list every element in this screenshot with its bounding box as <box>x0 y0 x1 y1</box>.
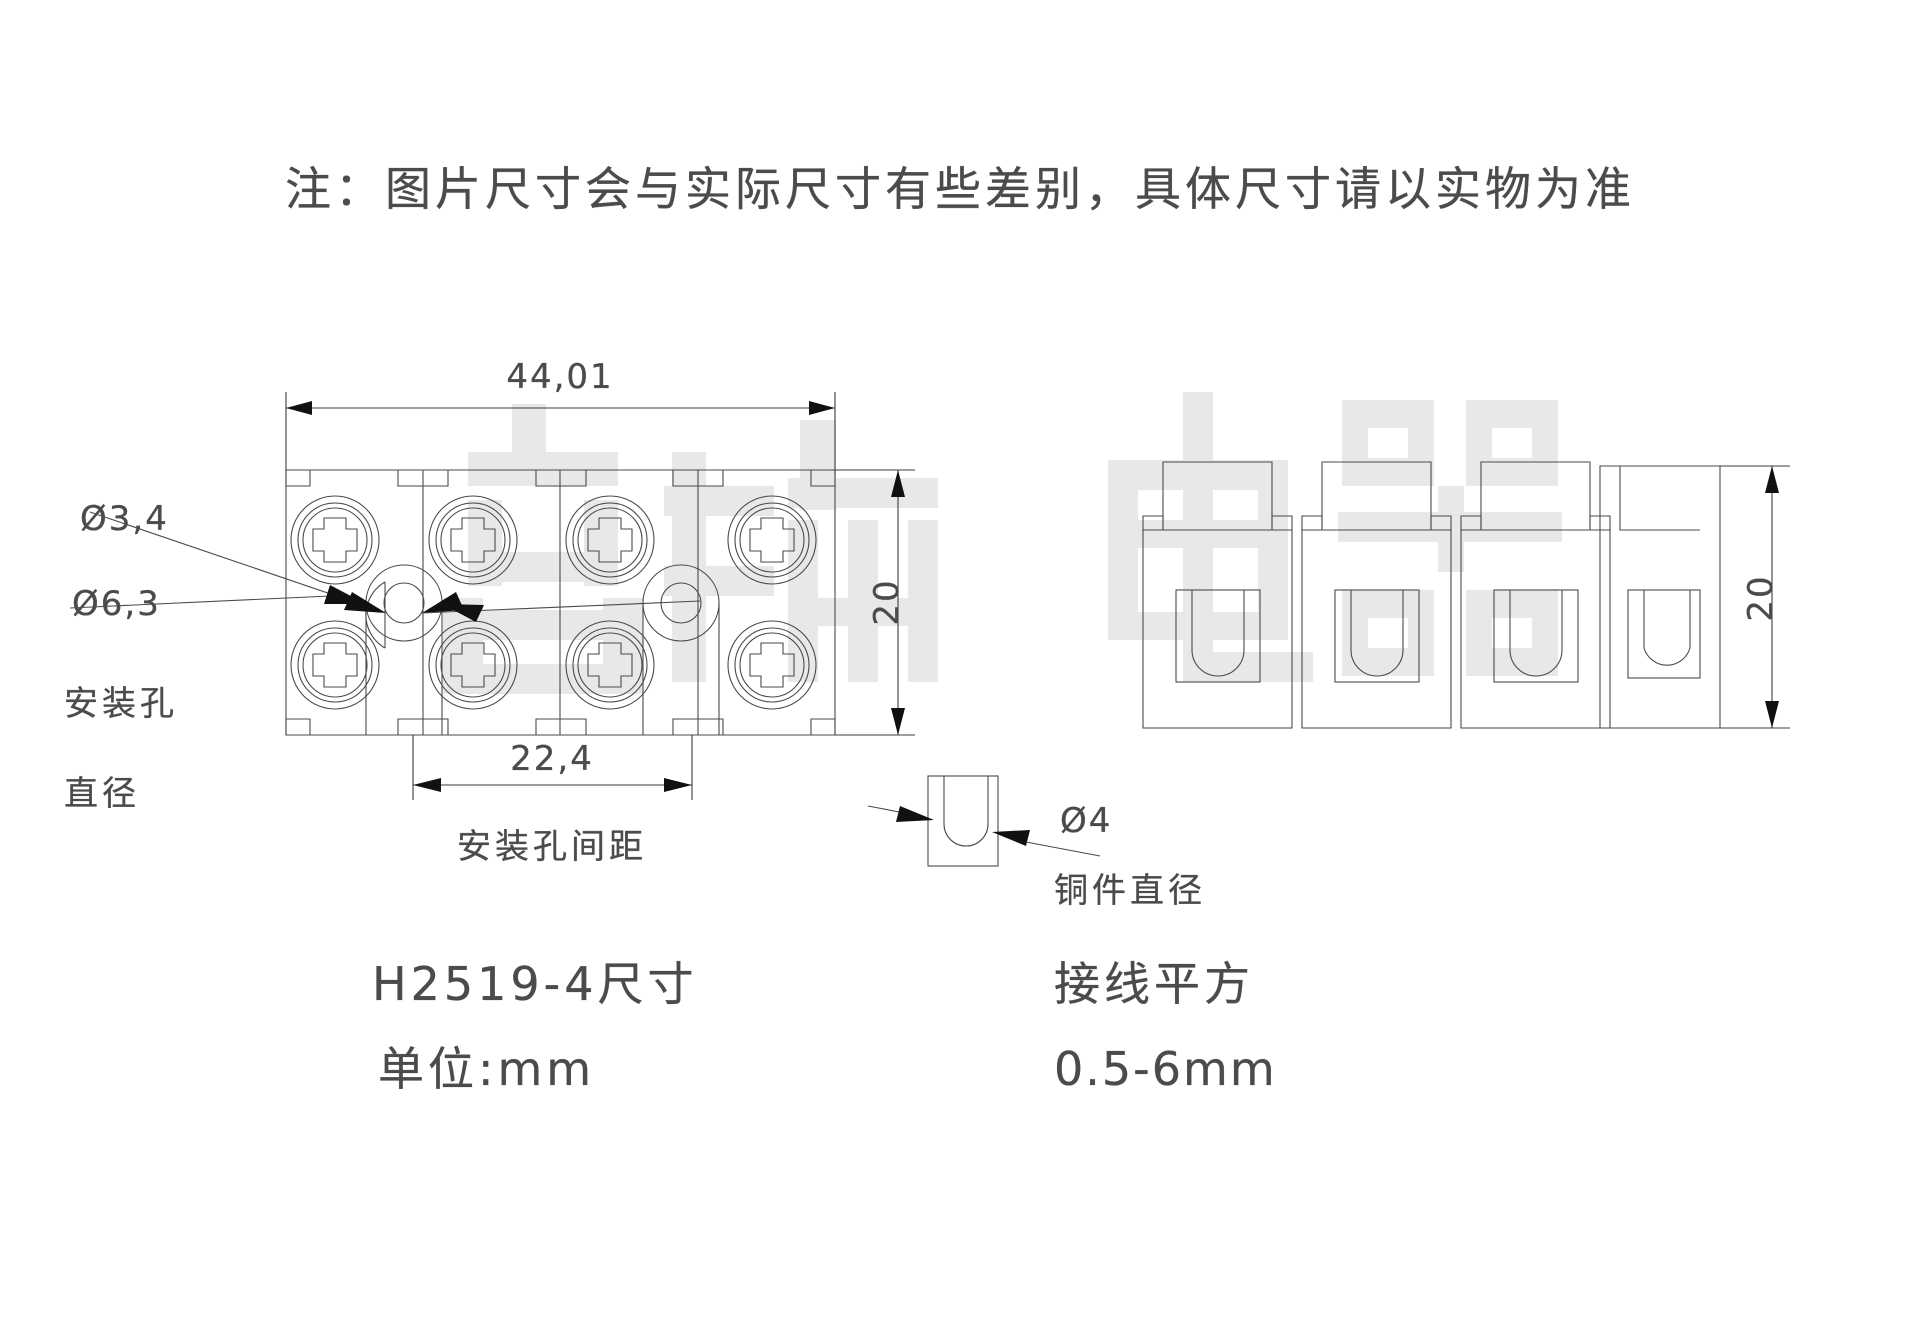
dim-side-height-text: 20 <box>1741 574 1781 621</box>
dim-overall-width-text: 44,01 <box>506 357 613 397</box>
part-title-text: H2519-4尺寸 <box>372 957 698 1011</box>
screw-head-bottom-3 <box>565 620 655 710</box>
screw-head-top-4 <box>727 495 817 585</box>
screw-head-bottom-1 <box>290 620 380 710</box>
label-hole-spacing: 安装孔间距 <box>457 827 647 867</box>
label-mount-hole-line2: 直径 <box>64 774 140 814</box>
leader-hole-large <box>69 585 484 622</box>
screw-head-top-3 <box>565 495 655 585</box>
dim-copper-diameter-text: Ø4 <box>1060 801 1112 841</box>
dim-hole-spacing-text: 22,4 <box>510 739 594 779</box>
units-note-text: 单位:mm <box>378 1042 595 1096</box>
title-note-text: 注：图片尺寸会与实际尺寸有些差别，具体尺寸请以实物为准 <box>285 162 1635 216</box>
front-view-terminal-block <box>285 469 836 736</box>
dim-front-height-text: 20 <box>867 578 907 625</box>
value-wire-section: 0.5-6mm <box>1054 1042 1277 1096</box>
dimension-side-height <box>1720 465 1790 729</box>
label-mount-hole-line1: 安装孔 <box>64 684 178 724</box>
mounting-hole-left <box>365 564 443 735</box>
dimension-overall-width <box>285 392 836 470</box>
copper-part-detail <box>867 775 1101 867</box>
dimension-front-height <box>835 469 915 736</box>
screw-head-top-2 <box>428 495 518 585</box>
dimension-hole-spacing <box>412 735 693 800</box>
label-copper-diameter: 铜件直径 <box>1054 871 1206 911</box>
label-wire-section: 接线平方 <box>1054 957 1254 1011</box>
dim-hole-large-text: Ø6,3 <box>72 584 161 624</box>
watermark-logo <box>443 392 1562 694</box>
dim-hole-small-text: Ø3,4 <box>80 499 169 539</box>
screw-head-bottom-4 <box>727 620 817 710</box>
screw-head-bottom-2 <box>428 620 518 710</box>
screw-head-top-1 <box>290 495 380 585</box>
